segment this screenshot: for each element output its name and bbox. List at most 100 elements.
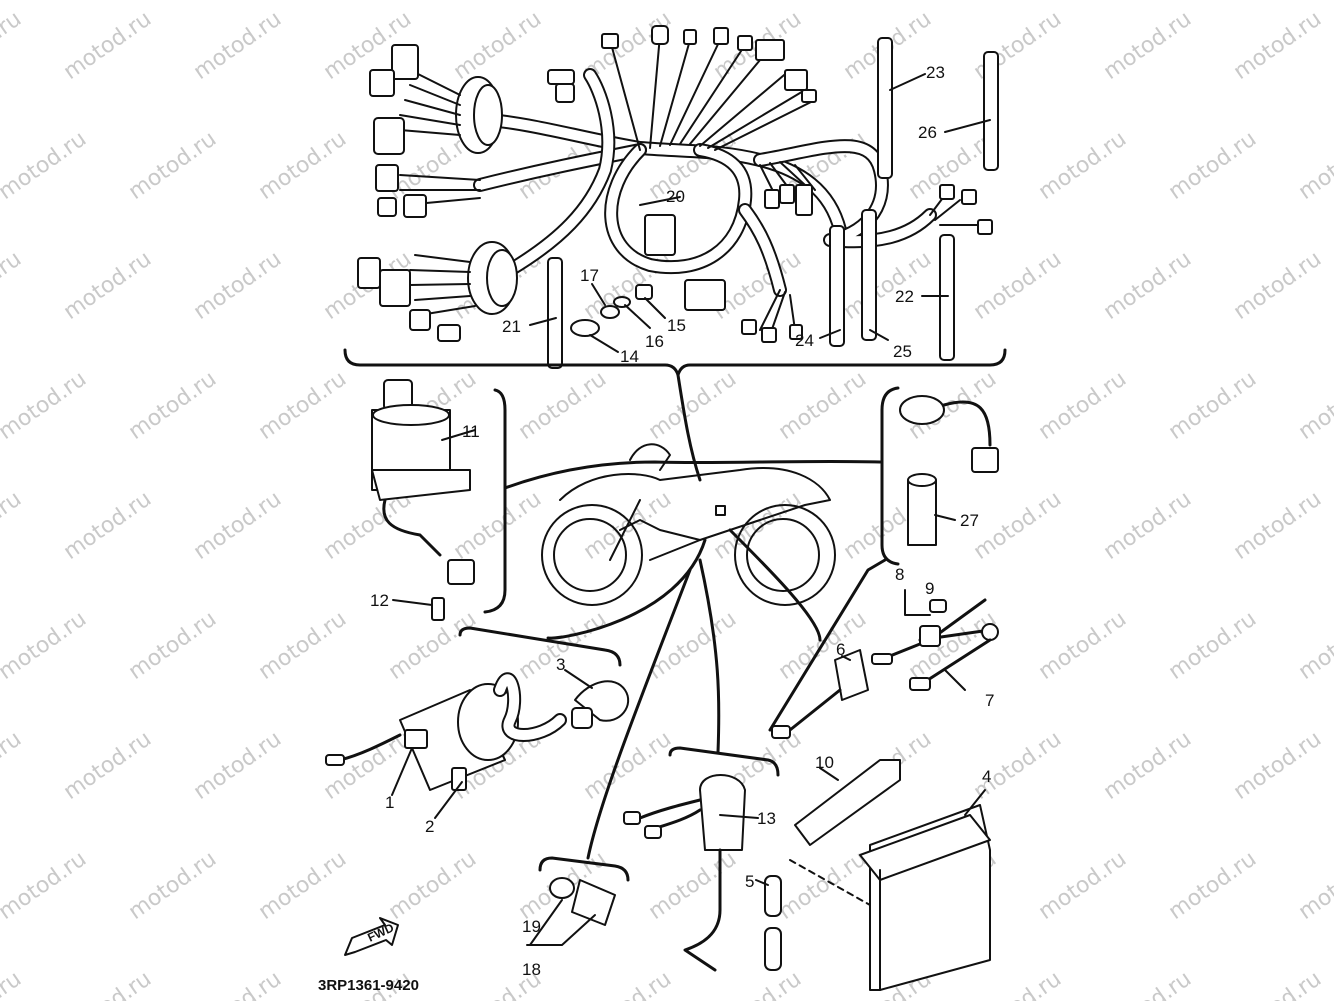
watermark-text: motod.ru [384,847,481,925]
watermark-text: motod.ru [514,367,611,445]
label-18: 18 [522,960,541,979]
label-17: 17 [580,266,599,285]
label-7: 7 [985,691,994,710]
watermark-text: motod.ru [0,727,26,805]
watermark-text: motod.ru [969,247,1066,325]
cable-tie-25 [861,209,877,341]
watermark-text: motod.ru [1099,727,1196,805]
diagram-code: 3RP1361-9420 [318,977,419,994]
watermark-text: motod.ru [1164,607,1261,685]
watermark-text: motod.ru [189,247,286,325]
watermark-text: motod.ru [709,967,806,1001]
label-26: 26 [918,123,937,142]
cable-tie-22 [939,234,955,361]
label-11: 11 [462,422,480,441]
watermark-text: motod.ru [1099,7,1196,85]
hardware-14-17 [570,284,653,337]
watermark-text: motod.ru [1034,847,1131,925]
watermark-text: motod.ru [0,607,91,685]
ignition-coil-group [325,626,630,791]
leader-lines [503,373,882,860]
watermark-text: motod.ru [1164,367,1261,445]
label-9: 9 [925,579,934,598]
watermark-text: motod.ru [189,967,286,1001]
label-19: 19 [522,917,541,936]
battery-strap-10 [794,759,901,846]
watermark-text: motod.ru [1034,367,1131,445]
label-1: 1 [385,793,394,812]
watermark-text: motod.ru [1229,967,1326,1001]
fuse-5-a [764,875,782,917]
tube-27 [880,386,999,566]
watermark-text: motod.ru [1164,127,1261,205]
watermark-text: motod.ru [59,7,156,85]
label-2: 2 [425,817,434,836]
watermark-text: motod.ru [254,607,351,685]
watermark-text: motod.ru [189,727,286,805]
watermark-text: motod.ru [0,847,91,925]
watermark-text: motod.ru [1229,487,1326,565]
label-25: 25 [893,342,912,361]
label-6: 6 [836,640,845,659]
main-switch-11 [371,379,507,621]
cable-tie-23 [877,37,893,179]
watermark-text: motod.ru [0,367,91,445]
watermark-text: motod.ru [254,847,351,925]
watermark-text: motod.ru [124,607,221,685]
watermark-text: motod.ru [59,727,156,805]
watermark-text: motod.ru [0,967,26,1001]
watermark-text: motod.ru [1229,7,1326,85]
fuse-5-b [764,927,782,971]
label-22: 22 [895,287,914,306]
label-15: 15 [667,316,686,335]
watermark-text: motod.ru [1034,607,1131,685]
label-13: 13 [757,809,776,828]
watermark-text: motod.ru [839,247,936,325]
watermark-text: motod.ru [124,127,221,205]
label-27: 27 [960,511,979,530]
battery-group [764,759,991,991]
label-20: 20 [666,187,685,206]
label-23: 23 [926,63,945,82]
cable-tie-21 [547,257,563,369]
label-5: 5 [745,872,754,891]
watermark-text: motod.ru [774,367,871,445]
watermark-text: motod.ru [1099,487,1196,565]
watermark-text: motod.ru [0,7,26,85]
label-10: 10 [815,753,834,772]
watermark-text: motod.ru [59,967,156,1001]
watermark-text: motod.ru [1164,847,1261,925]
cable-tie-26 [983,51,999,171]
watermark-text: motod.ru [124,367,221,445]
watermark-text: motod.ru [1099,247,1196,325]
watermark-text: motod.ru [254,367,351,445]
watermark-text: motod.ru [1229,247,1326,325]
watermark-text: motod.ru [449,7,546,85]
switch-13 [623,746,780,972]
watermark-text: motod.ru [0,127,91,205]
watermark-text: motod.ru [644,847,741,925]
watermark-text: motod.ru [124,847,221,925]
watermark-text: motod.ru [449,487,546,565]
label-21: 21 [502,317,521,336]
watermark-text: motod.ru [644,607,741,685]
watermark-text: motod.ru [0,247,26,325]
part-labels: 1 2 3 4 5 6 7 8 9 10 11 12 13 14 15 16 1… [370,63,994,979]
watermark-text: motod.ru [1294,367,1334,445]
watermark-text: motod.ru [1229,727,1326,805]
label-4: 4 [982,767,991,786]
watermark-text: motod.ru [579,967,676,1001]
fuse-group [768,558,999,739]
watermark-text: motod.ru [579,727,676,805]
watermark-text: motod.ru [59,247,156,325]
motorcycle-outline [541,443,836,606]
bolt-2 [451,767,467,791]
label-14: 14 [620,347,639,366]
fwd-arrow-icon: FWD [344,917,399,956]
watermark-text: motod.ru [59,487,156,565]
watermark-text: motod.ru [1099,967,1196,1001]
sender-18-19 [538,856,630,926]
watermark-text: motod.ru [774,847,871,925]
